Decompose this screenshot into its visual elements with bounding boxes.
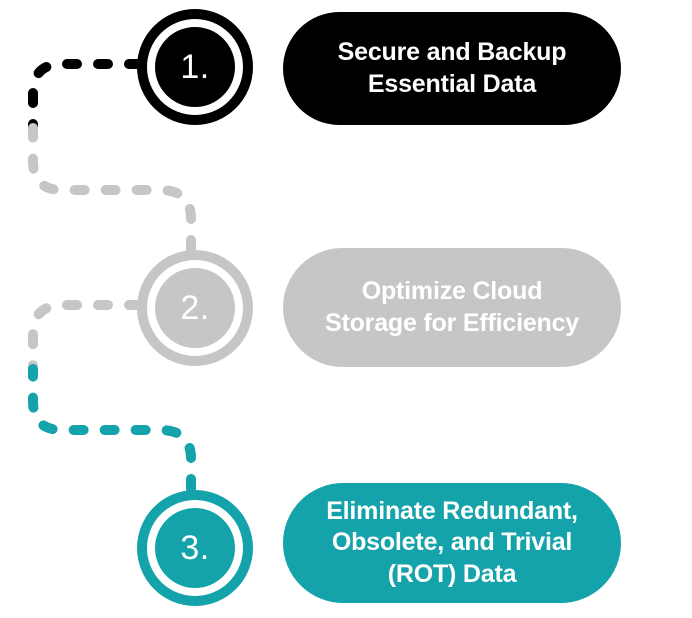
step-1-circle: 1. [137,9,253,125]
step-1-number: 1. [180,47,210,86]
step-1-label: Secure and Backup Essential Data [337,38,567,98]
step-3-number: 3. [180,528,210,567]
step-3-circle: 3. [137,490,253,606]
step-2-label: Optimize Cloud Storage for Efficiency [325,277,579,337]
step-1-pill: Secure and Backup Essential Data [283,12,621,125]
step-3-pill: Eliminate Redundant, Obsolete, and Trivi… [283,483,621,603]
connector-1-second-half [28,123,196,255]
step-3-inner-ring: 3. [147,500,243,596]
step-2-circle: 2. [137,250,253,366]
connector-1-first-half [28,59,144,133]
step-2-inner-ring: 2. [147,260,243,356]
step-1-inner-ring: 1. [147,19,243,115]
connector-2-second-half [28,364,196,494]
connector-2-first-half [28,300,144,374]
step-3-label: Eliminate Redundant, Obsolete, and Trivi… [326,496,578,588]
step-2-number: 2. [180,288,210,327]
step-2-pill: Optimize Cloud Storage for Efficiency [283,248,621,367]
